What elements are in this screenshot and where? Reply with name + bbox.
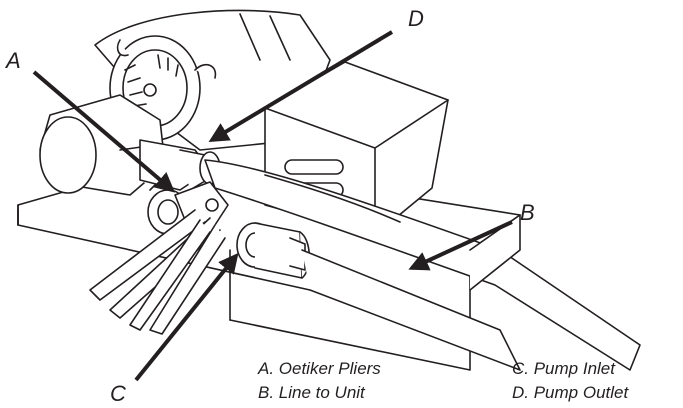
frame <box>17 209 521 291</box>
callout-b-label: B <box>520 200 535 225</box>
callout-d-arrow <box>208 30 394 143</box>
legend-c: C. Pump Inlet <box>512 359 615 378</box>
legend-d: D. Pump Outlet <box>512 383 629 402</box>
line-to-unit-hose <box>204 159 641 371</box>
callout-d-label: D <box>408 6 424 31</box>
callout-a-arrow <box>32 70 176 193</box>
callout-c-arrow <box>134 252 239 382</box>
legend-b: B. Line to Unit <box>258 383 365 402</box>
callout-a-label: A <box>6 48 21 73</box>
pump-inlet <box>236 222 521 371</box>
oetiker-pliers <box>89 181 229 335</box>
callout-c-label: C <box>110 381 126 406</box>
callout-b-arrow <box>408 220 513 271</box>
legend-a: A. Oetiker Pliers <box>258 359 381 378</box>
